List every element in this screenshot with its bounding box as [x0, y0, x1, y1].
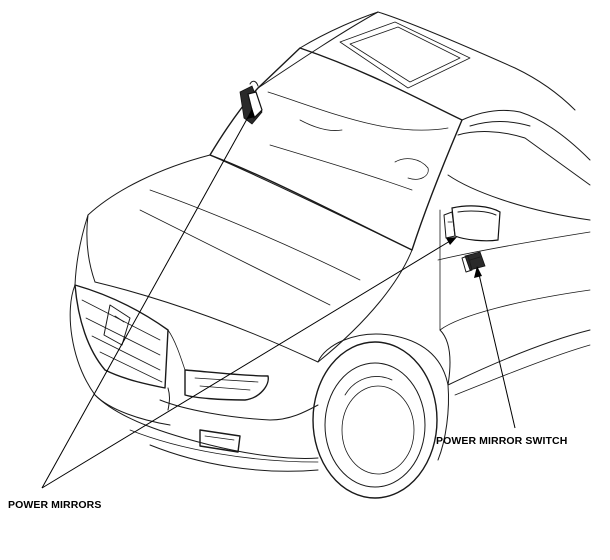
callout-leaders [41, 108, 516, 489]
power-mirror-switch-label: POWER MIRROR SWITCH [436, 435, 567, 447]
leader-line-right-mirror [41, 237, 456, 489]
power-mirrors-label: POWER MIRRORS [8, 499, 101, 511]
leader-line-mirror-switch [477, 269, 516, 429]
arrowhead-left-mirror [247, 108, 255, 119]
truck-drawing [69, 11, 591, 499]
arrowhead-mirror-switch [474, 266, 482, 278]
arrowhead-right-mirror [446, 237, 457, 245]
leader-line-left-mirror [41, 109, 253, 489]
